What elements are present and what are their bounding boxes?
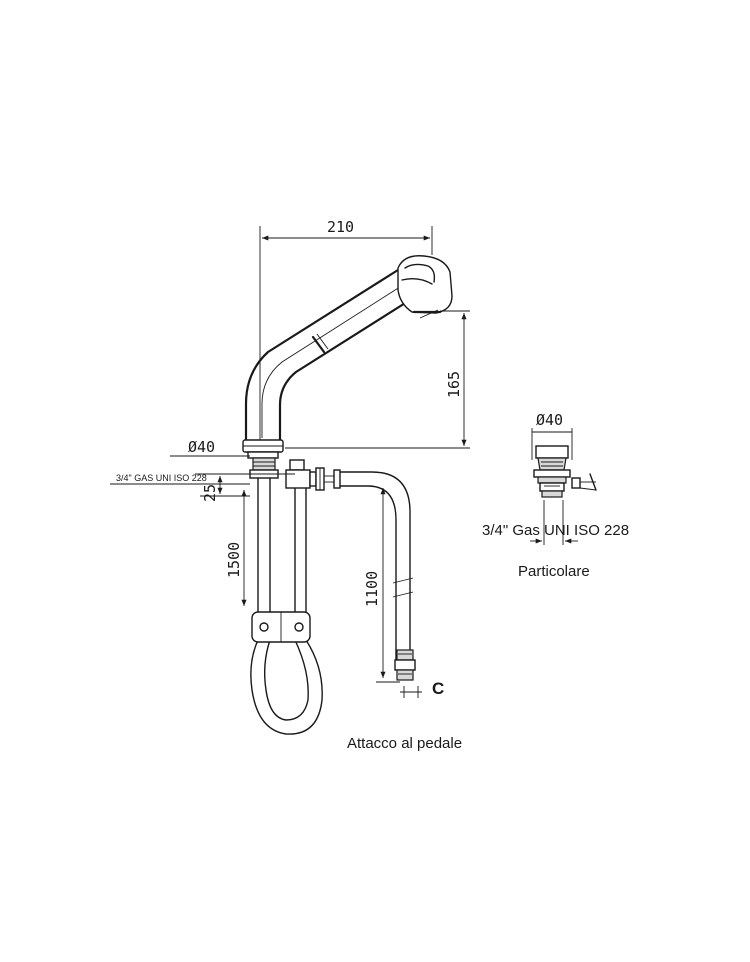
- supply-hose: [339, 471, 416, 681]
- dim-connection-label: C: [432, 679, 444, 698]
- base-flange: [242, 439, 284, 479]
- faucet-main-view: 210 165 Ø40 3/4" GAS UNI ISO 228 25: [110, 218, 470, 752]
- spout-inner-outline: [278, 298, 412, 442]
- dim-1100-label: 1100: [363, 571, 381, 607]
- dim-210: 210: [259, 218, 433, 440]
- dim-165-label: 165: [445, 371, 463, 398]
- dim-diameter-label: Ø40: [188, 438, 215, 456]
- dim-210-label: 210: [327, 218, 354, 236]
- detail-diameter-label: Ø40: [536, 411, 563, 429]
- valve-connector: [285, 459, 341, 491]
- dim-25-label: 25: [201, 484, 219, 502]
- dim-diameter: Ø40: [170, 438, 250, 457]
- spout-highlight: [261, 284, 404, 438]
- spray-head: [397, 255, 453, 319]
- detail-view: Ø40 3/4" Gas UNI ISO 228 Particolare: [482, 411, 629, 580]
- dim-1500: 1500: [225, 490, 247, 606]
- pullout-hose: [250, 477, 323, 735]
- spout-outline: [244, 268, 400, 442]
- pedal-caption: Attacco al pedale: [347, 735, 462, 752]
- dim-1100: 1100: [363, 488, 400, 683]
- detail-caption: Particolare: [518, 563, 590, 580]
- dim-connection: C: [400, 679, 444, 698]
- dim-1500-label: 1500: [225, 542, 243, 578]
- spout-ring: [311, 335, 326, 354]
- dim-thread-label: 3/4" GAS UNI ISO 228: [116, 473, 207, 483]
- detail-thread-label: 3/4" Gas UNI ISO 228: [482, 522, 629, 539]
- dim-165: 165: [285, 310, 470, 449]
- dim-25: 25: [200, 473, 250, 502]
